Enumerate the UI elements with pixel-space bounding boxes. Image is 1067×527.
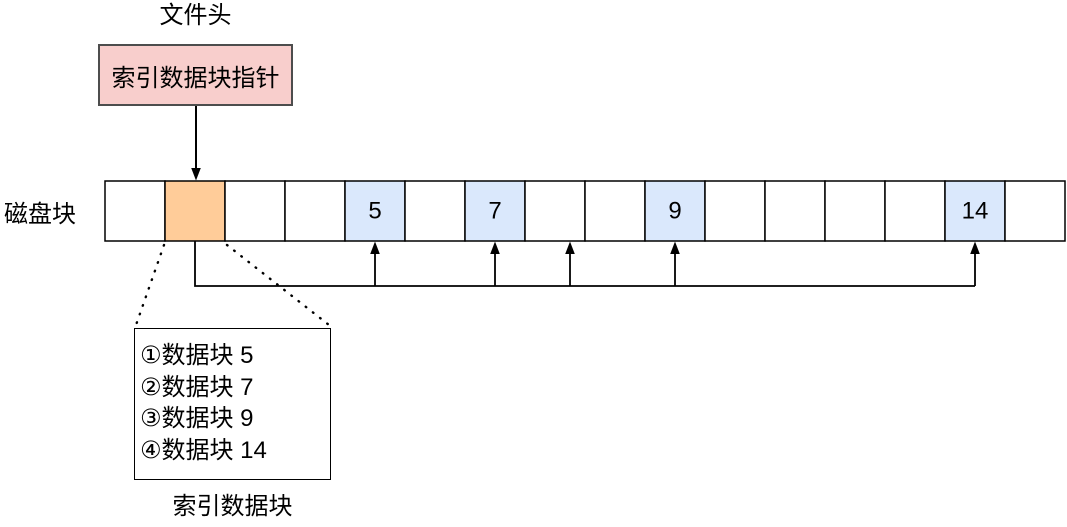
- callout-dotted-left: [134, 243, 166, 327]
- disk-block-7: [524, 180, 586, 242]
- disk-block-number: 9: [668, 198, 681, 225]
- disk-block-11: [764, 180, 826, 242]
- disk-block-8: [584, 180, 646, 242]
- file-header-label: 文件头: [159, 2, 232, 29]
- pointer-arrow-head: [370, 241, 380, 254]
- pointer-arrows-layer: [370, 241, 980, 286]
- pointer-rail: [194, 241, 975, 287]
- disk-block-5: [404, 180, 466, 242]
- disk-block-12: [824, 180, 886, 242]
- index-entry: ③数据块 9: [140, 405, 254, 432]
- index-block-box: ①数据块 5 ②数据块 7 ③数据块 9 ④数据块 14: [134, 328, 331, 480]
- disk-block-6-data: [464, 180, 526, 242]
- index-entry: ①数据块 5: [140, 342, 254, 369]
- index-pointer-box: 索引数据块指针: [98, 44, 293, 106]
- callout-dotted-right: [225, 243, 331, 327]
- index-entry: ④数据块 14: [140, 436, 267, 464]
- disk-blocks-layer: 5 7 9 14: [104, 180, 1066, 242]
- pointer-arrow-head: [565, 241, 575, 254]
- header-pointer-arrow: [191, 106, 201, 181]
- disk-block-13: [884, 180, 946, 242]
- index-entry: ②数据块 7: [140, 373, 254, 401]
- pointer-arrow-head: [970, 241, 980, 254]
- disk-block-number: 7: [488, 198, 501, 225]
- index-pointer-box-label: 索引数据块指针: [111, 64, 280, 92]
- disk-block-3: [284, 180, 346, 242]
- disk-block-0: [104, 180, 166, 242]
- pointer-arrow-head: [670, 241, 680, 254]
- disk-block-number: 5: [368, 198, 381, 225]
- disk-block-9-data: [644, 180, 706, 242]
- disk-block-1-index: [164, 180, 226, 242]
- disk-row-label: 磁盘块: [4, 200, 76, 228]
- disk-block-10: [704, 180, 766, 242]
- disk-block-2: [224, 180, 286, 242]
- disk-block-15: [1004, 180, 1066, 242]
- disk-block-number: 14: [962, 198, 989, 225]
- index-block-label: 索引数据块: [172, 493, 293, 520]
- pointer-arrow-head: [490, 241, 500, 254]
